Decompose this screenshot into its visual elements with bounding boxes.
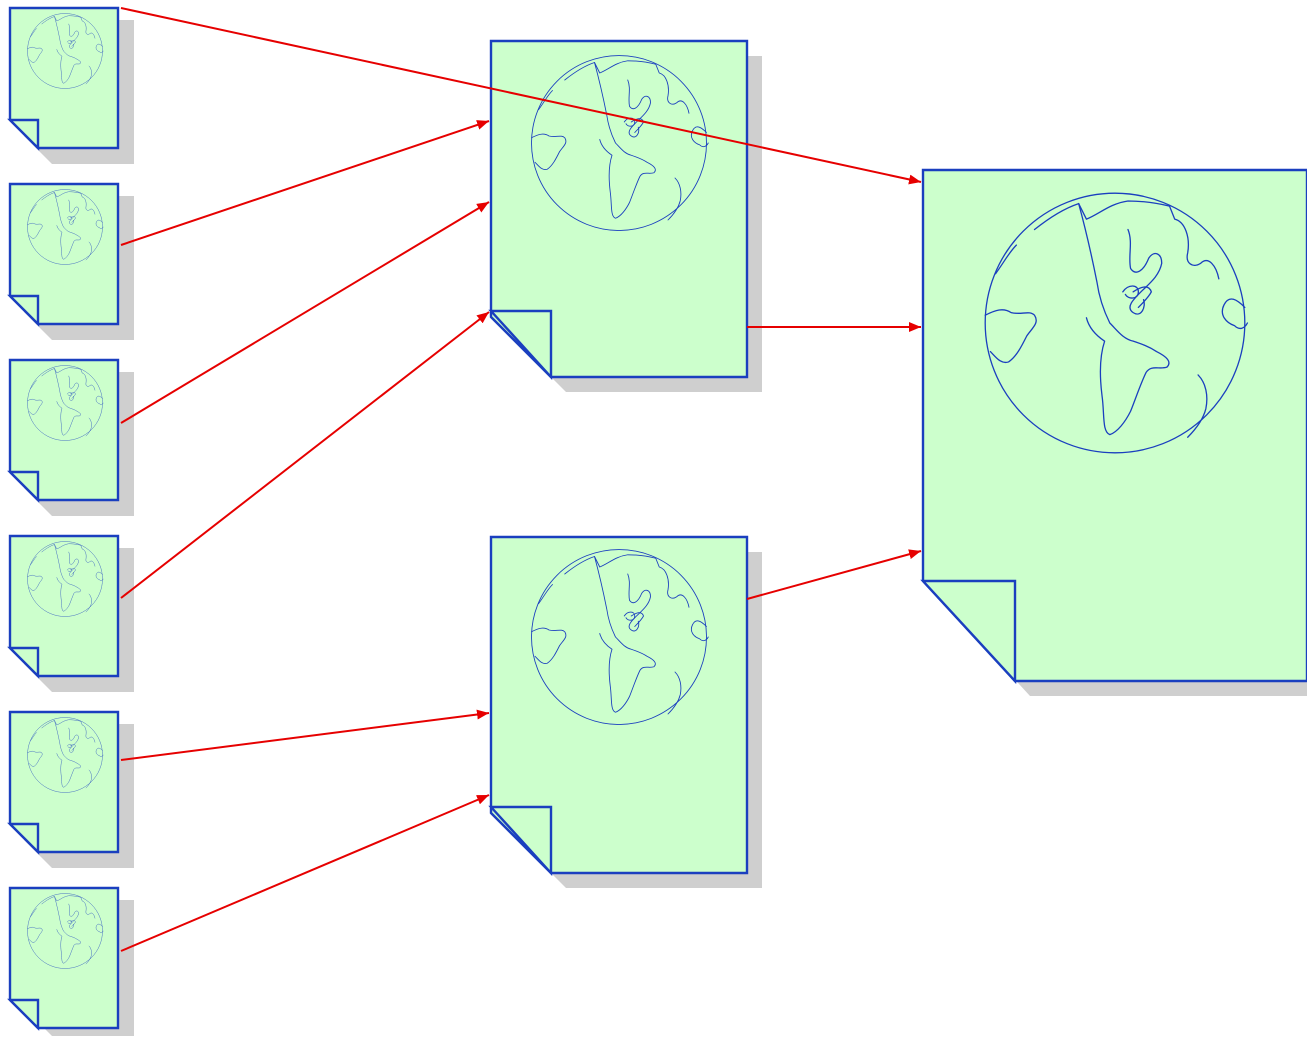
arrow-src4-to-mid1 xyxy=(120,311,490,599)
intermediate-document-1 xyxy=(488,39,762,392)
source-document-4 xyxy=(7,534,134,692)
arrow-mid2-to-target xyxy=(746,549,922,600)
source-document-6 xyxy=(7,886,134,1036)
arrow-src3-to-mid1 xyxy=(120,201,490,424)
arrow-src5-to-mid2 xyxy=(120,709,490,761)
source-document-5 xyxy=(7,710,134,868)
source-document-1 xyxy=(7,6,134,164)
arrow-src2-to-mid1 xyxy=(120,120,490,246)
arrow-src1-to-target xyxy=(120,7,922,185)
arrow-src6-to-mid2 xyxy=(120,794,490,952)
source-document-2 xyxy=(7,182,134,340)
target-document xyxy=(920,168,1307,696)
intermediate-document-2 xyxy=(488,535,762,888)
source-document-3 xyxy=(7,358,134,516)
flow-arrows xyxy=(120,7,922,952)
